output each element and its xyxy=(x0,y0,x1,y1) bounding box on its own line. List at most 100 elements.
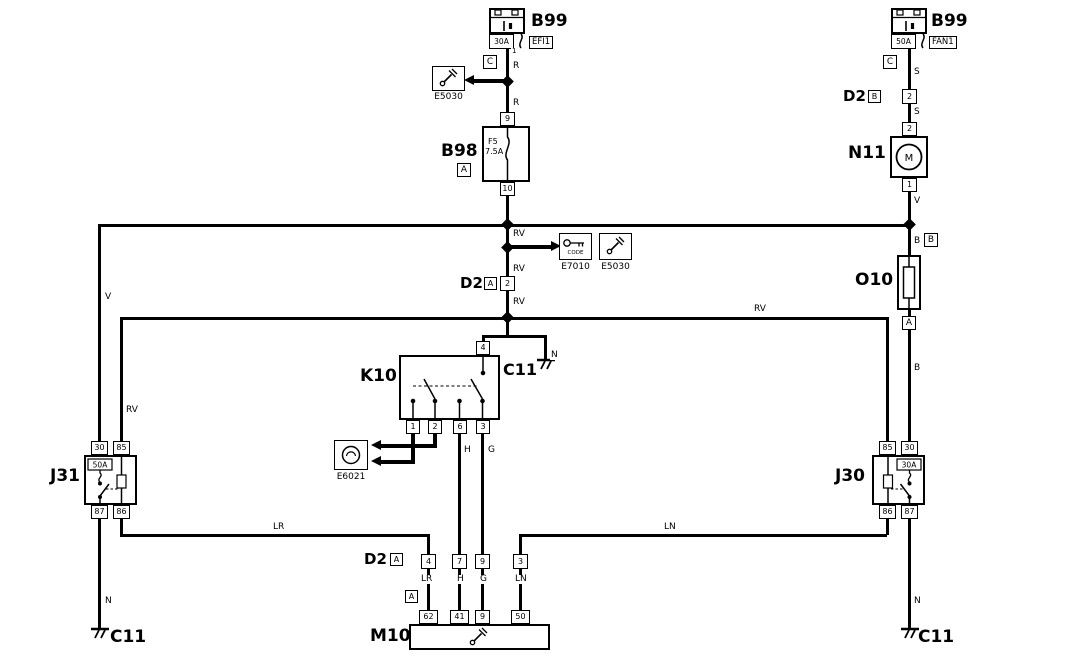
wire-arrow-e7010 xyxy=(509,245,551,249)
wire-label: B xyxy=(913,363,922,373)
wire-h xyxy=(458,434,461,610)
wire-label: RV xyxy=(512,229,526,239)
connector-box-a: A xyxy=(484,277,497,290)
wire-label: RV xyxy=(512,264,526,274)
wire-label: LN xyxy=(514,574,528,584)
component-label-d2-top: D2 xyxy=(460,274,483,292)
arrowhead-icon xyxy=(371,440,381,450)
junction-diamond xyxy=(501,218,514,231)
component-label-c11-left: C11 xyxy=(110,627,147,647)
component-label-j31: J31 xyxy=(50,466,80,486)
pin-box: 4 xyxy=(476,341,490,355)
splice-connector-icon xyxy=(606,236,625,255)
wire-label: S xyxy=(913,67,921,77)
relay-rating: 50A xyxy=(93,461,109,470)
pin-box: 2 xyxy=(902,122,917,136)
pin-box: 62 xyxy=(419,610,438,624)
pin-number: 1 xyxy=(511,47,518,55)
wire-label: LN xyxy=(663,522,677,532)
component-label-e6021: E6021 xyxy=(336,472,366,482)
pin-box: 87 xyxy=(91,505,108,519)
fuse-name: F5 xyxy=(487,137,499,146)
connector-box-c: C xyxy=(883,55,897,69)
wire-label: H xyxy=(456,574,465,584)
wire-label: B xyxy=(913,236,922,246)
pin-box: 3 xyxy=(476,420,490,434)
junction-diamond xyxy=(501,311,514,324)
pin-box: 2 xyxy=(500,276,515,291)
e6021-box xyxy=(334,440,368,470)
fuse-icon xyxy=(519,33,523,49)
wire-rv-to-j31 xyxy=(120,317,123,441)
wire-k10-pin2-drop xyxy=(433,434,437,448)
fuse-tag-fan1: FAN1 xyxy=(929,36,957,49)
connector-box-a: A xyxy=(390,553,403,566)
relay-rating: 30A xyxy=(902,461,918,470)
wire-j31-86-stub xyxy=(120,519,123,535)
wire-label: LR xyxy=(272,522,286,532)
lamp-icon xyxy=(341,445,361,465)
component-label-b99-left: B99 xyxy=(531,11,568,31)
wire-k10-pin4-stub xyxy=(482,335,485,342)
component-label-d2-bottom: D2 xyxy=(364,550,387,568)
j31-relay-box xyxy=(84,455,137,505)
connector-box-a: A xyxy=(405,590,418,603)
component-label-o10: O10 xyxy=(855,270,894,290)
connector-box-b: B xyxy=(868,90,881,103)
pin-box: 85 xyxy=(879,441,896,455)
splice-connector-icon xyxy=(469,627,488,646)
component-label-e7010: E7010 xyxy=(561,262,590,272)
resistor-icon xyxy=(902,255,916,310)
wire-label: N xyxy=(550,350,559,360)
wire-j30-85-drop xyxy=(886,317,889,441)
pin-box: 30 xyxy=(91,441,108,455)
pin-box: 3 xyxy=(513,554,528,569)
wire-center-ground-stub xyxy=(544,335,547,359)
junction-diamond xyxy=(501,75,514,88)
wire-arrow-e6021-lower xyxy=(381,460,413,464)
ground-icon xyxy=(537,358,555,370)
m10-box xyxy=(409,624,550,650)
fuse-icon xyxy=(505,126,510,182)
component-label-e5030-top: E5030 xyxy=(434,92,463,102)
pin-box: 9 xyxy=(475,610,490,624)
component-label-c11-right: C11 xyxy=(918,627,955,647)
relay-contacts-icon: 30A xyxy=(882,455,922,505)
wire-ln-vertical xyxy=(519,534,522,610)
junction-diamond xyxy=(501,241,514,254)
wire-label: S xyxy=(913,107,921,117)
component-label-b98: B98 xyxy=(441,141,478,161)
battery-icon xyxy=(893,9,925,31)
e7010-box xyxy=(559,233,592,260)
pin-box: 1 xyxy=(902,178,917,192)
component-label-d2-right: D2 xyxy=(843,87,866,105)
motor-letter: M xyxy=(905,153,914,164)
pin-box: 86 xyxy=(879,505,896,519)
pin-box: 85 xyxy=(113,441,130,455)
wire-v-to-j31 xyxy=(98,224,101,441)
connector-box-a: A xyxy=(902,316,916,330)
connector-box-b: B xyxy=(924,233,938,247)
wire-j31-87-ground xyxy=(98,519,101,629)
pin-box: 41 xyxy=(450,610,469,624)
pin-box: 10 xyxy=(500,182,515,196)
wire-g xyxy=(481,434,484,610)
wire-label: RV xyxy=(512,297,526,307)
wire-k10-pin1-drop xyxy=(411,434,415,464)
pin-box: 50 xyxy=(511,610,530,624)
fuse-icon xyxy=(921,33,925,49)
splice-connector-icon xyxy=(439,68,458,87)
wire-label: V xyxy=(104,292,113,302)
relay-contacts-icon: 50A xyxy=(87,455,127,505)
junction-diamond xyxy=(903,218,916,231)
pin-box: 2 xyxy=(902,89,917,104)
pin-box: 9 xyxy=(475,554,490,569)
component-label-e5030-mid: E5030 xyxy=(601,262,630,272)
wire-label: H xyxy=(463,445,472,455)
wire-arrow-e5030-top xyxy=(474,79,506,83)
arrowhead-icon xyxy=(551,241,561,251)
ground-icon xyxy=(91,627,109,639)
component-label-n11: N11 xyxy=(848,143,886,163)
fuse-tag-efi: EFI1 xyxy=(529,36,554,49)
